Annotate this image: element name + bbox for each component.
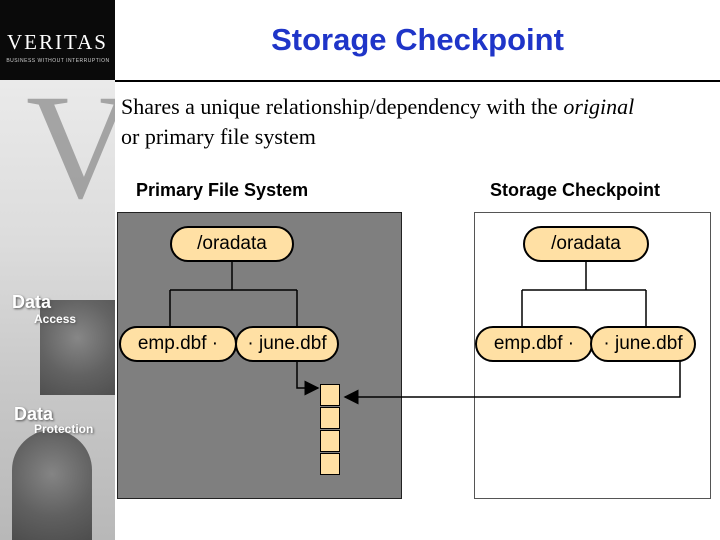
v-watermark-icon: V (26, 64, 115, 230)
sidebar-photo-1 (40, 300, 115, 395)
logo: VERITAS (7, 30, 108, 54)
checkpoint-emp-pill: emp.dbf · (475, 326, 593, 362)
desc-part2: or primary file system (121, 124, 316, 149)
desc-italic: original (563, 94, 635, 119)
data-protection-sub: Protection (34, 422, 94, 436)
desc-part1: Shares a unique relationship/dependency … (121, 94, 564, 119)
checkpoint-june-label: june.dbf (614, 333, 683, 354)
data-block (320, 384, 340, 406)
primary-tree-lines (169, 258, 298, 326)
slide-title: Storage Checkpoint (271, 22, 564, 57)
sidebar-photo-2 (12, 430, 92, 540)
checkpoint-heading: Storage Checkpoint (490, 180, 661, 200)
data-block-stack (320, 384, 340, 476)
checkpoint-june-pill: · june.dbf (590, 326, 696, 362)
data-block (320, 430, 340, 452)
slide-description: Shares a unique relationship/dependency … (121, 92, 711, 152)
primary-emp-label: emp.dbf (137, 333, 207, 354)
logo-box: VERITAS BUSINESS WITHOUT INTERRUPTION (0, 0, 115, 80)
primary-june-label: june.dbf (258, 333, 327, 354)
primary-heading: Primary File System (136, 180, 309, 200)
title-band (115, 0, 720, 82)
primary-june-pill: · june.dbf (235, 326, 339, 362)
checkpoint-tree-lines (521, 258, 647, 326)
data-block (320, 407, 340, 429)
primary-emp-pill: emp.dbf · (119, 326, 237, 362)
logo-tagline: BUSINESS WITHOUT INTERRUPTION (6, 58, 110, 64)
june-to-blocks-line (296, 358, 320, 396)
data-access-sub: Access (34, 312, 77, 326)
checkpoint-emp-label: emp.dbf (493, 333, 563, 354)
data-block (320, 453, 340, 475)
data-protection-word: Data (14, 404, 54, 424)
sidebar: V VERITAS BUSINESS WITHOUT INTERRUPTION … (0, 0, 115, 540)
checkpoint-root-pill: /oradata (523, 226, 649, 262)
primary-root-pill: /oradata (170, 226, 294, 262)
data-access-word: Data (12, 292, 52, 312)
checkpoint-to-blocks-line (343, 358, 681, 405)
